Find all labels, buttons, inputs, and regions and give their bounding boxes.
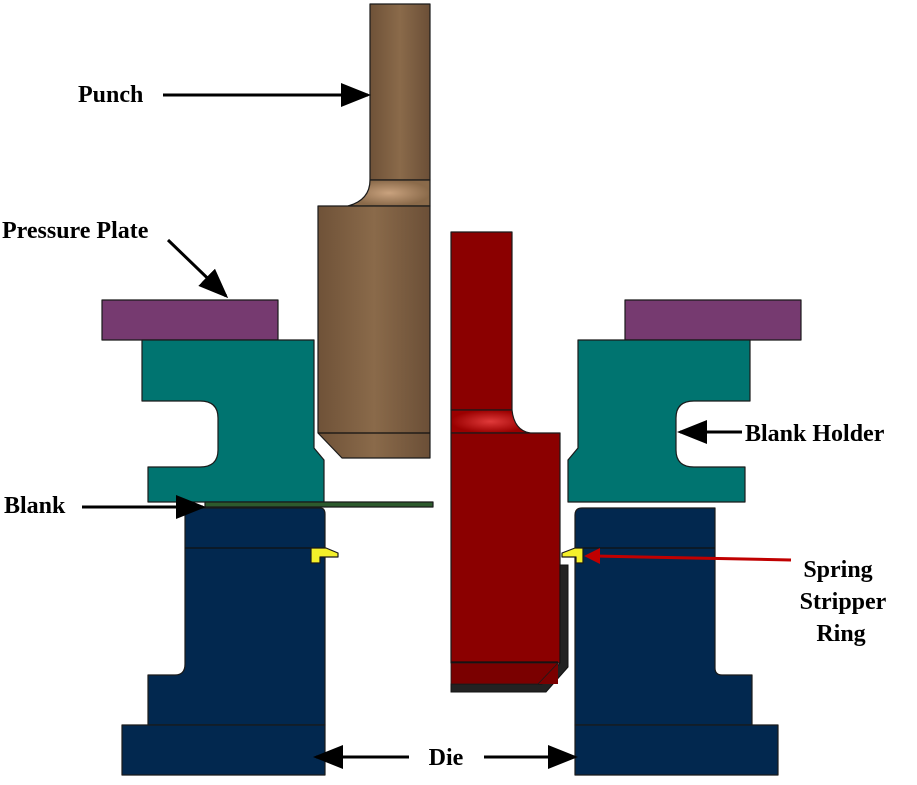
blank-sheet: [204, 501, 434, 508]
punch-body: [317, 205, 431, 459]
pressure-plate-right: [624, 299, 802, 341]
drawn-part: [450, 231, 569, 693]
stripper-ring-left: [310, 547, 339, 564]
label-punch: Punch: [78, 82, 143, 108]
punch-fillet: [347, 179, 431, 207]
punch-shank: [369, 3, 431, 181]
label-blank-holder: Blank Holder: [745, 421, 885, 447]
label-ring: Ring: [816, 621, 865, 647]
die-right: [574, 507, 779, 776]
stripper-ring-right: [561, 547, 584, 564]
blank-holder-left: [141, 339, 325, 503]
label-pressure-plate: Pressure Plate: [2, 218, 149, 244]
punch: [317, 3, 431, 459]
blank-holder-right: [567, 339, 751, 503]
pressure-plate-left: [101, 299, 279, 341]
die-left: [121, 507, 326, 776]
spring-ring-arrow: [584, 548, 792, 564]
label-spring: Spring: [803, 557, 872, 583]
label-blank: Blank: [4, 493, 66, 519]
label-stripper: Stripper: [800, 589, 887, 615]
pressure-plate-arrow: [166, 238, 229, 299]
label-die: Die: [429, 745, 464, 771]
